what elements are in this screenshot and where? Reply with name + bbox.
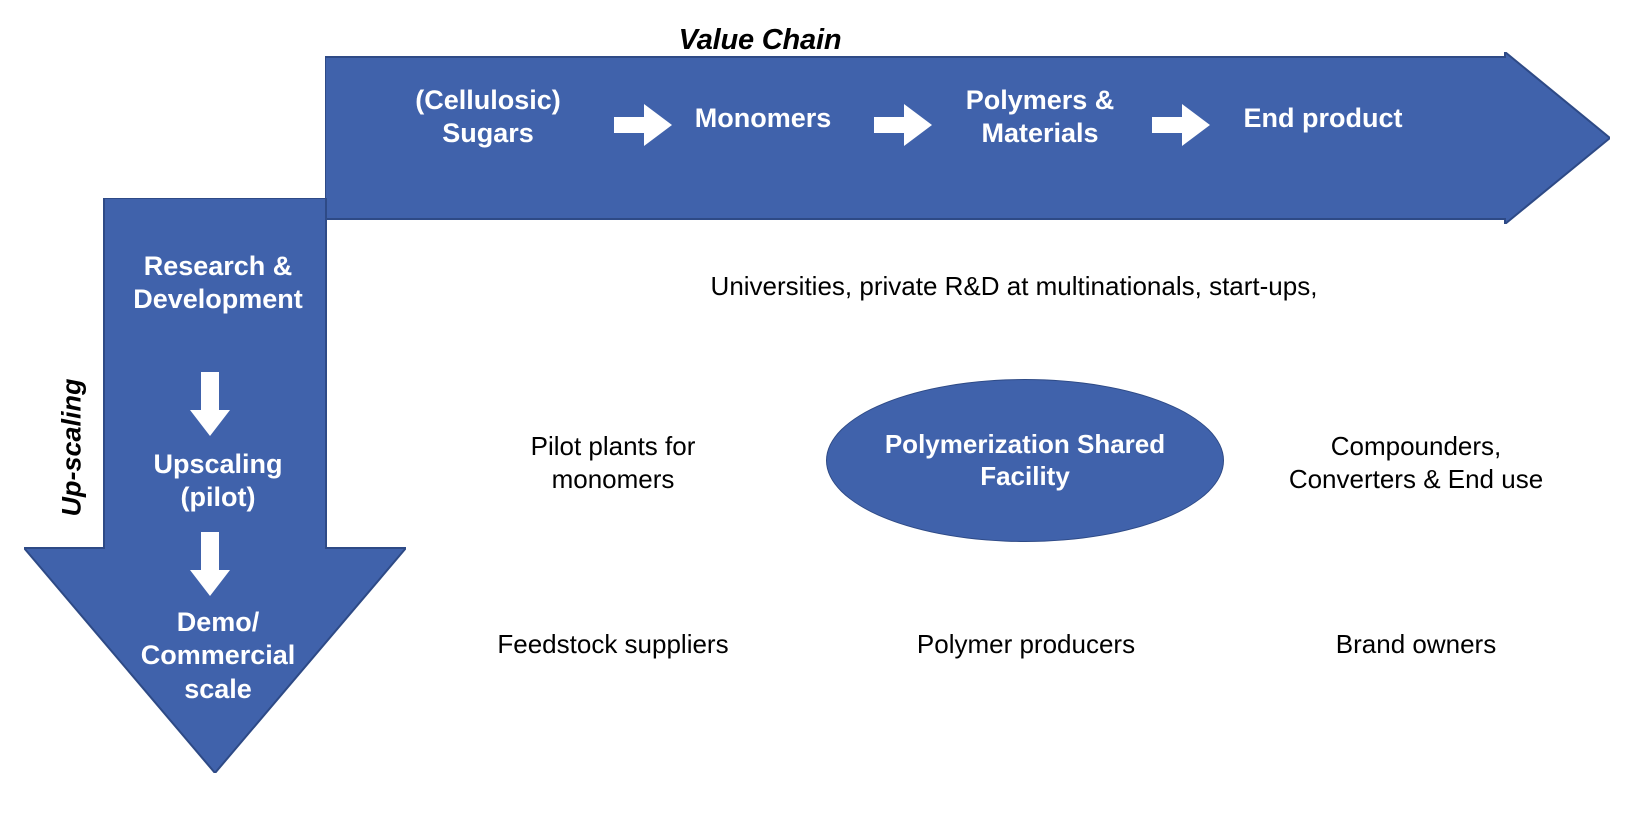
actor-brand-owners: Brand owners [1335, 629, 1497, 659]
actor-compounders-converters: Compounders, Converters & End use [1288, 431, 1544, 495]
up-scaling-stage-upscaling-pilot: Upscaling (pilot) [153, 449, 283, 513]
actor-pilot-plants: Pilot plants for monomers [530, 431, 696, 495]
arrow-right-icon [874, 104, 932, 146]
value-chain-title: Value Chain [678, 24, 842, 56]
arrow-right-icon [614, 104, 672, 146]
value-chain-stage-cellulosic-sugars: (Cellulosic) Sugars [415, 85, 561, 148]
actor-feedstock-suppliers: Feedstock suppliers [497, 629, 729, 659]
value-chain-stage-end-product: End product [1243, 103, 1403, 133]
value-chain-stage-polymers-materials: Polymers & Materials [965, 85, 1115, 148]
polymerization-shared-facility-label: Polymerization Shared Facility [884, 428, 1166, 491]
arrow-down-icon [190, 532, 230, 596]
actor-polymer-producers: Polymer producers [916, 629, 1136, 659]
polymerization-shared-facility-ellipse: Polymerization Shared Facility [826, 379, 1224, 542]
arrow-right-icon [1152, 104, 1210, 146]
value-chain-stage-monomers: Monomers [694, 103, 832, 133]
up-scaling-stage-research-development: Research & Development [133, 251, 303, 315]
arrow-down-icon [190, 372, 230, 436]
up-scaling-stage-demo-commercial-scale: Demo/ Commercial scale [140, 607, 296, 704]
value-chain-arrow [325, 52, 1610, 224]
actor-research-row: Universities, private R&D at multination… [710, 271, 1318, 301]
up-scaling-arrow [24, 198, 406, 773]
